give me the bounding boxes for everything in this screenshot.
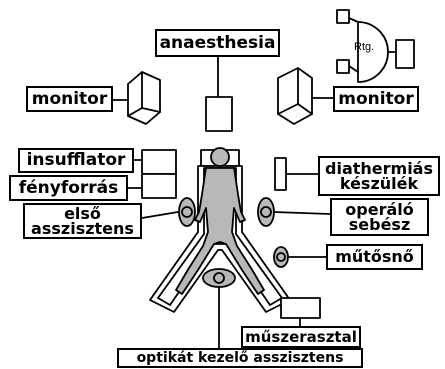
xray-unit-icon (337, 10, 414, 82)
optics-assistant-icon (203, 269, 235, 287)
surgeon-icon (258, 198, 274, 226)
optics-assistant-label: optikát kezelő asszisztens (117, 348, 363, 368)
monitor-left-label: monitor (26, 86, 113, 112)
diathermy-label-line2: készülék (340, 176, 418, 191)
scrub-nurse-icon (274, 247, 288, 267)
light-source-label: fényforrás (9, 175, 128, 201)
diathermy-device-box (275, 158, 286, 190)
surgeon-label-line2: sebész (349, 217, 411, 232)
insufflator-label: insufflator (18, 148, 134, 173)
xray-label: Rtg. (354, 41, 374, 53)
monitor-right-label: monitor (333, 86, 419, 112)
first-assistant-label: első asszisztens (23, 203, 142, 239)
anaesthesia-device-box (206, 97, 232, 131)
first-assistant-label-line2: asszisztens (31, 221, 134, 236)
instrument-table-box (281, 298, 320, 318)
instrument-table-label: műszerasztal (241, 326, 361, 348)
light-source-device-box (142, 174, 176, 198)
monitor-left-icon (113, 72, 160, 124)
monitor-right-icon (278, 68, 333, 124)
first-assistant-icon (179, 198, 195, 226)
scrub-nurse-label: műtősnő (326, 244, 423, 270)
insufflator-device-box (142, 150, 176, 174)
surgeon-label: operáló sebész (330, 198, 429, 236)
anaesthesia-label: anaesthesia (155, 29, 280, 57)
diathermy-label: diathermiás készülék (318, 156, 440, 196)
